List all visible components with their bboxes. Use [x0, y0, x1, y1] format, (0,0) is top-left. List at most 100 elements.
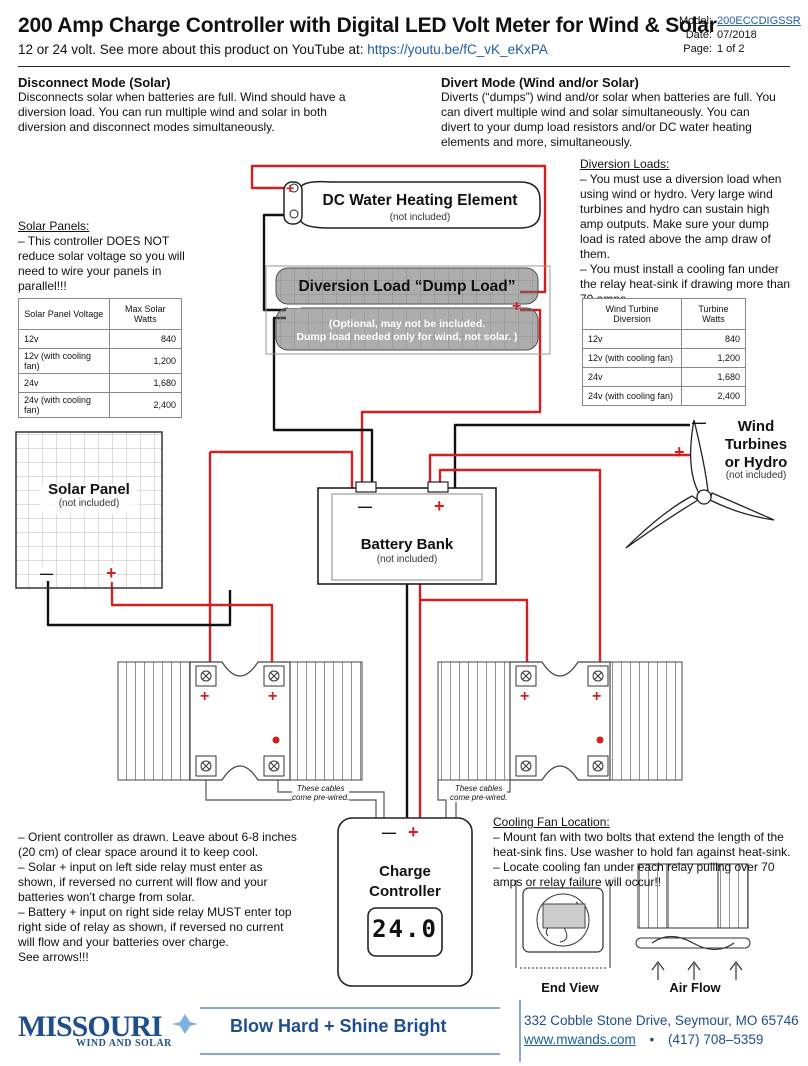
cables-note-line-1: These cables — [454, 784, 503, 793]
controller-plus-sign: + — [408, 822, 419, 842]
cooling-fan-heading: Cooling Fan Location: — [493, 815, 610, 829]
cooling-fan-notes: Cooling Fan Location: – Mount fan with t… — [493, 815, 791, 890]
wind-title-line-3: or Hydro — [724, 454, 788, 471]
star-icon — [172, 1014, 198, 1034]
solar-plus-sign: + — [106, 563, 117, 583]
footer-graphic — [172, 1000, 521, 1062]
table-row: 24v (with cooling fan)2,400 — [582, 386, 747, 406]
note-item: See arrows!!! — [18, 950, 89, 964]
wind-positive-wire — [428, 453, 690, 490]
disconnect-mode-section: Disconnect Mode (Solar) Disconnects sola… — [18, 75, 348, 135]
date-label: Date: — [685, 29, 712, 41]
fan-air-flow-view — [635, 863, 751, 980]
solar-minus-sign: — — [40, 566, 53, 581]
cooling-fan-item: – Mount fan with two bolts that extend t… — [493, 830, 791, 859]
dump-load-note: (Optional, may not be included. Dump loa… — [278, 318, 536, 344]
table-cell: 2,400 — [680, 386, 747, 406]
dump-minus-sign: — — [288, 299, 301, 314]
relay-right-plus-1: + — [520, 688, 530, 705]
cables-note-left: These cables come pre-wired. — [292, 784, 350, 802]
solar-positive-wire — [110, 575, 274, 662]
wind-relay-wire — [438, 468, 602, 662]
wind-negative-wire — [453, 423, 690, 490]
website-link[interactable]: www.mwands.com — [524, 1032, 636, 1047]
wind-subtitle: (not included) — [725, 470, 787, 481]
cables-note-line-1: These cables — [296, 784, 345, 793]
voltage-display: 24.0 — [372, 915, 438, 943]
disconnect-mode-text: Disconnects solar when batteries are ful… — [18, 90, 346, 134]
cooling-fan-item: – Locate cooling fan under each relay pu… — [493, 860, 775, 889]
dump-load — [265, 265, 551, 355]
page-subtitle: 12 or 24 volt. See more about this produ… — [18, 42, 548, 57]
table-cell: 24v (with cooling fan) — [582, 386, 682, 406]
left-relay — [117, 661, 363, 781]
solar-panels-heading: Solar Panels: — [18, 219, 90, 233]
diversion-heading: Diversion Loads: — [580, 157, 670, 171]
fan-end-view — [515, 880, 611, 969]
cables-note-line-2: come pre-wired. — [292, 793, 350, 802]
controller-title-line-2: Controller — [369, 883, 441, 900]
controller-title: Charge Controller — [338, 862, 472, 902]
air-flow-label: Air Flow — [669, 980, 721, 995]
table-row: 12v (with cooling fan)1,200 — [18, 348, 183, 374]
cables-note-line-2: come pre-wired. — [450, 793, 508, 802]
wind-table: Wind Turbine Diversion Turbine Watts 12v… — [582, 298, 747, 406]
table-cell: 12v (with cooling fan) — [18, 348, 110, 374]
wind-title-line-2: Turbines — [724, 436, 788, 453]
page-value: 1 of 2 — [717, 43, 745, 55]
wind-title: Wind Turbines or Hydro — [716, 418, 796, 472]
right-relay-positive-wire — [420, 598, 529, 662]
model-label: Model: — [678, 15, 712, 27]
model-value[interactable]: 200ECCDIGSSR — [717, 15, 801, 27]
solar-table-header: Solar Panel Voltage — [18, 298, 110, 330]
footer-phone: (417) 708–5359 — [668, 1032, 764, 1047]
youtube-link[interactable]: https://youtu.be/fC_vK_eKxPA — [367, 42, 548, 57]
controller-minus-sign: — — [382, 824, 396, 840]
solar-panels-note: Solar Panels: – This controller DOES NOT… — [18, 219, 198, 294]
model-info: Model: 200ECCDIGSSR Date: 07/2018 Page: 1 o… — [662, 14, 801, 56]
heater-negative-wire — [262, 213, 294, 312]
footer-address: 332 Cobble Stone Drive, Seymour, MO 6574… — [524, 1013, 799, 1028]
footer-bullet: • — [649, 1032, 655, 1047]
footer-logo-subtitle: WIND AND SOLAR — [76, 1038, 172, 1049]
battery-subtitle: (not included) — [376, 554, 438, 565]
battery-title: Battery Bank — [360, 536, 454, 553]
divert-mode-section: Divert Mode (Wind and/or Solar) Diverts … — [441, 75, 781, 150]
solar-table-header: Max Solar Watts — [108, 298, 183, 330]
diversion-loads-note: Diversion Loads: – You must use a divers… — [580, 157, 792, 307]
solar-panel-subtitle: (not included) — [58, 498, 120, 509]
heater-title: DC Water Heating Element — [322, 192, 518, 209]
battery-minus-sign: — — [358, 498, 372, 514]
page-label: Page: — [683, 43, 712, 55]
right-relay — [437, 661, 683, 781]
relay-left-plus-2: + — [268, 688, 278, 705]
wind-plus-sign: + — [674, 442, 685, 462]
diversion-text-1: – You must use a diversion load when usi… — [580, 172, 782, 261]
dump-load-note-line-1: (Optional, may not be included. — [328, 318, 486, 330]
table-cell: 2,400 — [108, 392, 183, 418]
table-cell: 24v (with cooling fan) — [18, 392, 110, 418]
dump-load-note-line-2: Dump load needed only for wind, not sola… — [296, 331, 518, 343]
note-item: – Orient controller as drawn. Leave abou… — [18, 830, 297, 859]
battery-bank — [317, 481, 497, 585]
date-value: 07/2018 — [717, 29, 757, 41]
orientation-notes: – Orient controller as drawn. Leave abou… — [18, 830, 298, 965]
solar-panel-title: Solar Panel — [48, 481, 130, 498]
left-relay-loop-wire — [210, 450, 354, 490]
wind-turbine-drawing — [625, 419, 775, 549]
relay-right-plus-2: + — [592, 688, 602, 705]
footer-logo[interactable]: MISSOURI — [18, 1010, 163, 1043]
table-row: 24v (with cooling fan)2,400 — [18, 392, 183, 418]
wind-title-line-1: Wind — [737, 418, 775, 435]
battery-plus-sign: + — [434, 496, 445, 516]
heater-plus-sign: + — [286, 180, 295, 196]
cables-note-right: These cables come pre-wired. — [450, 784, 508, 802]
relay-left-plus-1: + — [200, 688, 210, 705]
end-view-label: End View — [541, 980, 599, 995]
dump-plus-sign: + — [512, 298, 522, 315]
page-title: 200 Amp Charge Controller with Digital L… — [18, 14, 717, 37]
